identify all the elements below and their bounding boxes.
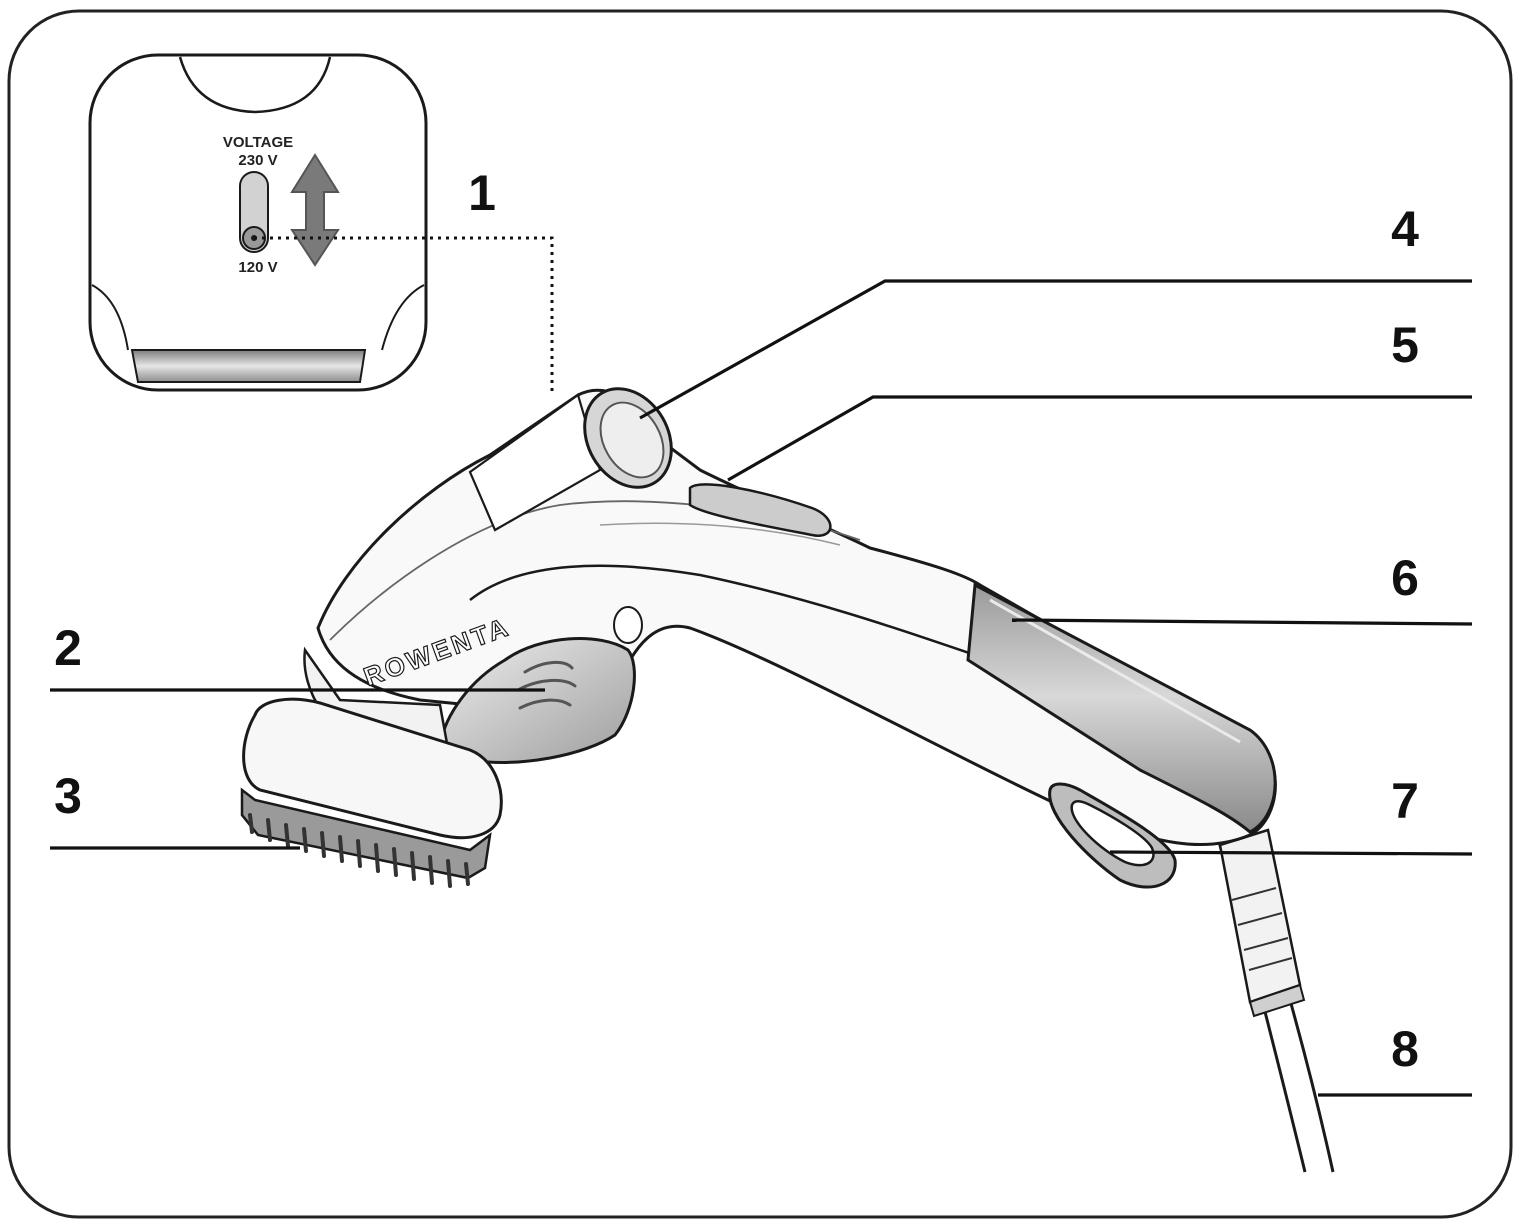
callout-4: 4 [1391,201,1419,257]
leader-1 [254,236,554,392]
voltage-title: VOLTAGE [223,134,293,151]
steam-nozzle [438,637,636,764]
leader-5 [727,395,1472,482]
callout-3: 3 [54,768,82,824]
voltage-high-label: 230 V [238,152,277,169]
callout-2: 2 [54,620,82,676]
callout-6: 6 [1391,550,1419,606]
callout-5: 5 [1391,317,1419,373]
indicator-dot [613,606,643,644]
leader-7 [1109,850,1473,856]
callout-7: 7 [1391,773,1419,829]
leader-4 [639,279,1472,420]
brush-attachment [240,646,503,888]
hanging-loop [1048,782,1177,889]
callout-1: 1 [468,165,496,221]
callout-8: 8 [1391,1021,1419,1077]
leader-6 [1011,618,1473,626]
voltage-inset: VOLTAGE 230 V 120 V [88,53,428,392]
voltage-low-label: 120 V [238,259,277,276]
handle-grip [966,582,1277,834]
lock-button [688,483,832,537]
